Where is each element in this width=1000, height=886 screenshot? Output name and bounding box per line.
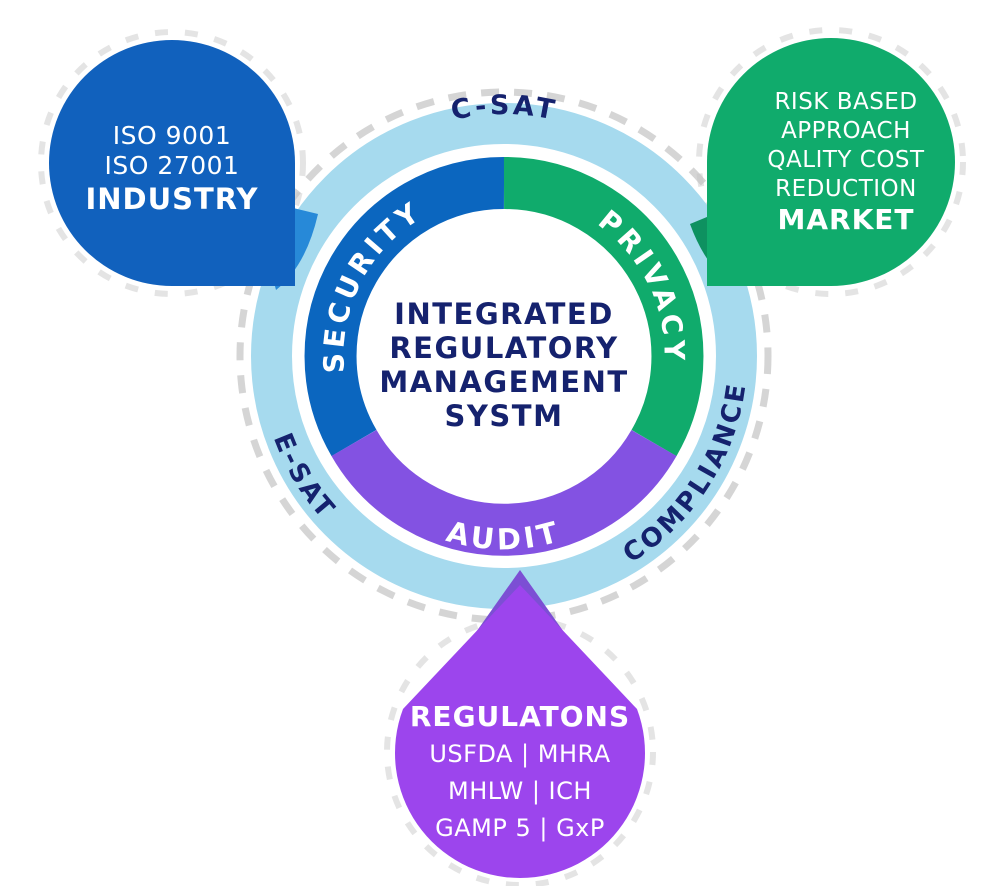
csat-label: C-SAT: [448, 90, 559, 127]
privacy-segment: [503, 156, 704, 457]
industry-bubble: [49, 40, 295, 286]
regulations-bubble: [395, 585, 646, 879]
dashed-halo-regulations: [384, 616, 656, 886]
center-title: INTEGRATED REGULATORY MANAGEMENT SYSTM: [344, 297, 664, 433]
regulations-bubble-text: REGULATONS USFDA | MHRA MHLW | ICH GAMP …: [380, 698, 660, 847]
center-title-line1: INTEGRATED: [394, 297, 614, 331]
audit-segment: [331, 429, 677, 556]
market-line: REDUCTION: [775, 176, 917, 202]
center-title-line2: REGULATORY: [389, 331, 619, 365]
regulations-line: USFDA | MHRA: [429, 740, 611, 768]
regulations-line: MHLW | ICH: [448, 777, 592, 805]
market-bubble-text: RISK BASED APPROACH QALITY COST REDUCTIO…: [706, 88, 986, 236]
regulations-title: REGULATONS: [409, 700, 631, 733]
center-title-line3: MANAGEMENT: [379, 365, 629, 399]
market-line: RISK BASED: [774, 89, 918, 115]
dashed-halo-ring: [236, 88, 772, 624]
market-title: MARKET: [777, 203, 915, 236]
industry-line: ISO 27001: [104, 151, 240, 180]
industry-title: INDUSTRY: [85, 182, 259, 216]
industry-line: ISO 9001: [112, 121, 232, 150]
regulations-line: GAMP 5 | GxP: [435, 814, 605, 842]
security-segment: [304, 156, 505, 457]
industry-bubble-text: ISO 9001 ISO 27001 INDUSTRY: [32, 121, 312, 217]
dashed-halo-market: [696, 27, 966, 297]
csat-label-text: C-SAT: [448, 90, 556, 127]
center-title-line4: SYSTM: [444, 399, 564, 433]
market-line: QALITY COST: [767, 147, 925, 173]
outer-ring: [251, 103, 757, 609]
market-line: APPROACH: [781, 118, 911, 144]
market-bubble: [707, 38, 955, 286]
dashed-halo-industry: [38, 29, 306, 297]
